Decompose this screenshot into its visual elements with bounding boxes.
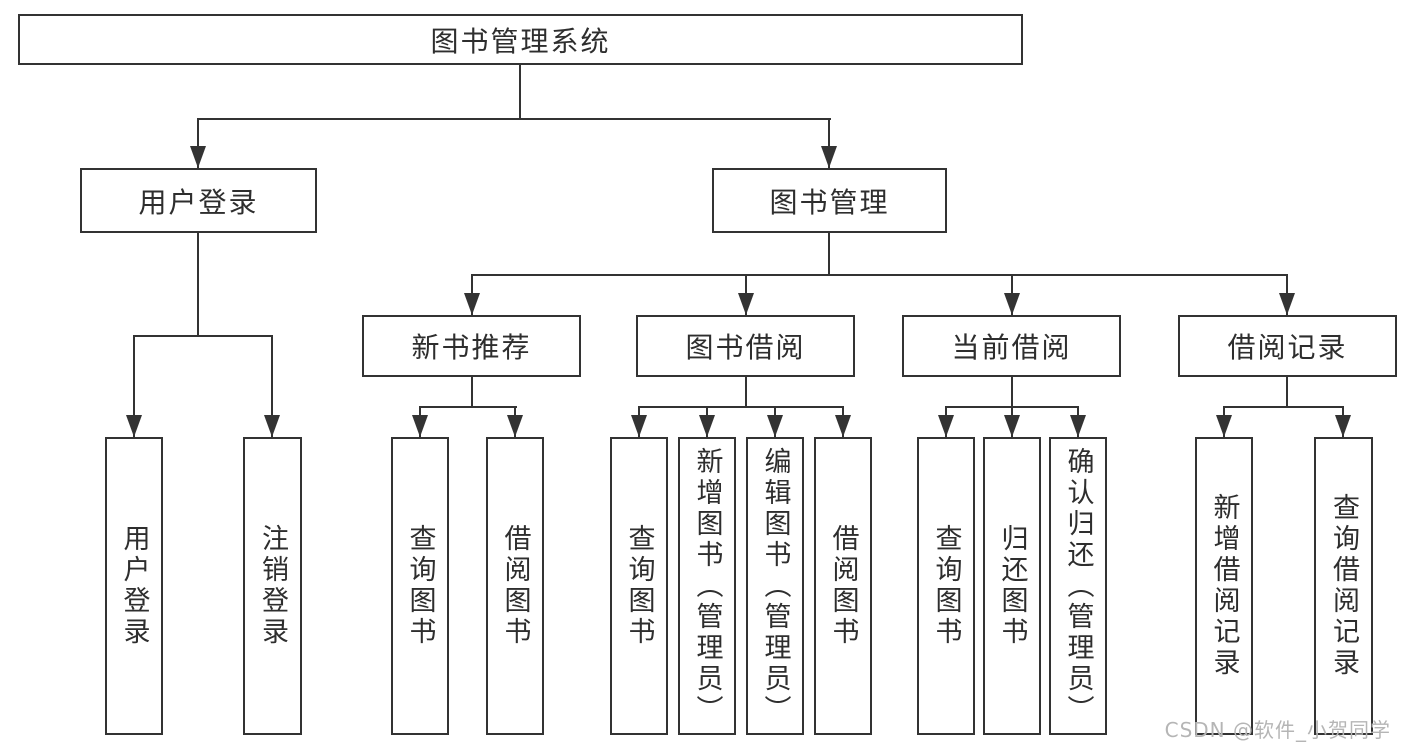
leaf-records-add-record: 新增借阅记录 — [1195, 437, 1253, 735]
arrowhead — [464, 293, 480, 315]
node-root-label: 图书管理系统 — [430, 24, 611, 58]
arrowhead — [1216, 415, 1232, 437]
arrowhead — [1004, 415, 1020, 437]
connector-line — [828, 118, 830, 168]
connector-line — [1286, 377, 1288, 406]
leaf-current-return-books-label: 归还图书 — [996, 524, 1028, 648]
arrowhead — [190, 146, 206, 168]
leaf-newbook-borrow-books: 借阅图书 — [486, 437, 544, 735]
node-book-borrow: 图书借阅 — [636, 315, 855, 377]
leaf-borrow-add-books-admin-label: 新增图书（管理员） — [691, 446, 723, 726]
leaf-borrow-borrow-books: 借阅图书 — [814, 437, 872, 735]
node-user-login-label: 用户登录 — [138, 185, 259, 219]
leaf-logout-label: 注销登录 — [257, 524, 288, 648]
node-new-book-recommend: 新书推荐 — [362, 315, 581, 377]
arrowhead — [1279, 293, 1295, 315]
leaf-borrow-query-books-label: 查询图书 — [623, 524, 655, 648]
leaf-newbook-borrow-books-label: 借阅图书 — [499, 524, 531, 648]
node-book-management: 图书管理 — [712, 168, 947, 233]
leaf-borrow-edit-books-admin: 编辑图书（管理员） — [746, 437, 804, 735]
leaf-borrow-edit-books-admin-label: 编辑图书（管理员） — [759, 446, 791, 726]
node-borrow-records-label: 借阅记录 — [1227, 331, 1348, 364]
connector-line — [638, 406, 844, 408]
connector-line — [419, 406, 517, 408]
connector-line — [1011, 377, 1013, 406]
node-root: 图书管理系统 — [18, 14, 1023, 65]
leaf-records-query-record: 查询借阅记录 — [1314, 437, 1373, 735]
leaf-current-return-books: 归还图书 — [983, 437, 1041, 735]
arrowhead — [938, 415, 954, 437]
node-borrow-records: 借阅记录 — [1178, 315, 1397, 377]
leaf-borrow-borrow-books-label: 借阅图书 — [827, 524, 859, 648]
connector-line — [197, 118, 831, 120]
csdn-watermark: CSDN @软件_小贺同学 — [1164, 718, 1391, 742]
arrowhead — [631, 415, 647, 437]
connector-line — [133, 335, 273, 337]
arrowhead — [835, 415, 851, 437]
leaf-records-query-record-label: 查询借阅记录 — [1328, 493, 1359, 679]
leaf-user-login: 用户登录 — [105, 437, 163, 735]
arrowhead — [821, 146, 837, 168]
arrowhead — [126, 415, 142, 437]
arrowhead — [699, 415, 715, 437]
connector-line — [745, 377, 747, 406]
arrowhead — [1004, 293, 1020, 315]
arrowhead — [264, 415, 280, 437]
connector-line — [271, 335, 273, 437]
leaf-newbook-query-books-label: 查询图书 — [404, 524, 436, 648]
arrowhead — [767, 415, 783, 437]
leaf-user-login-label: 用户登录 — [118, 524, 150, 648]
node-book-management-label: 图书管理 — [769, 185, 890, 219]
connector-line — [197, 118, 199, 168]
leaf-borrow-query-books: 查询图书 — [610, 437, 668, 735]
leaf-current-confirm-return-admin: 确认归还（管理员） — [1049, 437, 1107, 735]
arrowhead — [412, 415, 428, 437]
connector-line — [133, 335, 135, 437]
connector-line — [1223, 406, 1344, 408]
node-new-book-recommend-label: 新书推荐 — [411, 331, 532, 364]
leaf-current-query-books-label: 查询图书 — [930, 524, 962, 648]
leaf-newbook-query-books: 查询图书 — [391, 437, 449, 735]
leaf-records-add-record-label: 新增借阅记录 — [1208, 493, 1240, 679]
node-book-borrow-label: 图书借阅 — [685, 331, 806, 364]
connector-line — [197, 233, 199, 335]
arrowhead — [738, 293, 754, 315]
node-current-borrow-label: 当前借阅 — [951, 331, 1072, 364]
connector-line — [519, 65, 521, 118]
arrowhead — [507, 415, 523, 437]
leaf-current-confirm-return-admin-label: 确认归还（管理员） — [1062, 446, 1094, 726]
connector-line — [828, 233, 830, 274]
leaf-logout: 注销登录 — [243, 437, 302, 735]
arrowhead — [1070, 415, 1086, 437]
node-current-borrow: 当前借阅 — [902, 315, 1121, 377]
leaf-current-query-books: 查询图书 — [917, 437, 975, 735]
arrowhead — [1335, 415, 1351, 437]
leaf-borrow-add-books-admin: 新增图书（管理员） — [678, 437, 736, 735]
connector-line — [471, 377, 473, 406]
connector-line — [471, 274, 1288, 276]
node-user-login: 用户登录 — [80, 168, 317, 233]
